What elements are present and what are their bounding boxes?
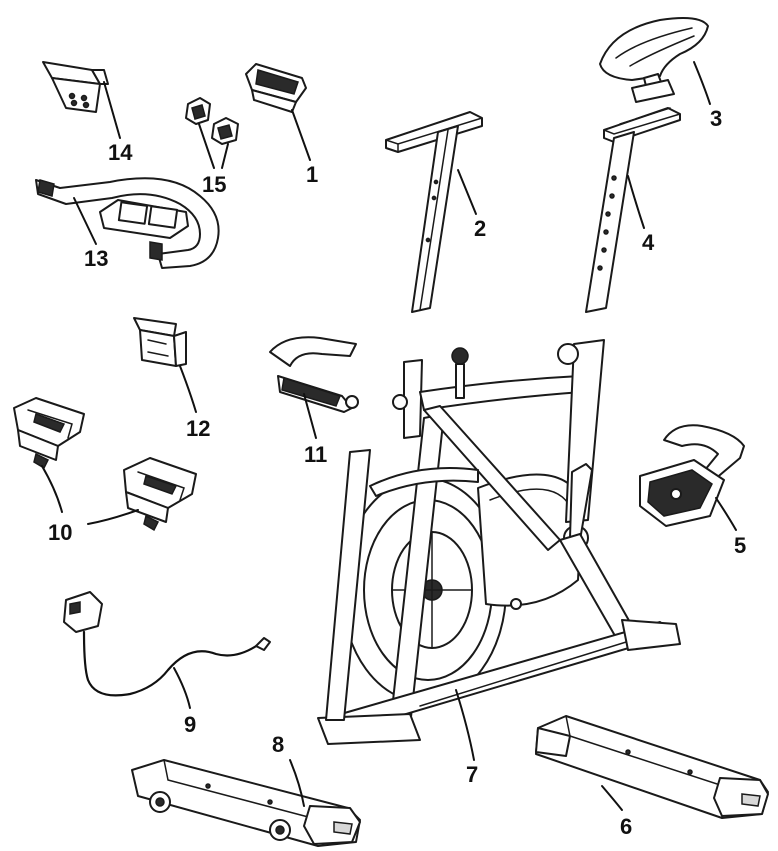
leader-9: [173, 667, 191, 709]
front-stabilizer-drawing: [131, 759, 361, 847]
callout-9: 9: [184, 712, 196, 737]
callout-4: 4: [642, 230, 655, 255]
leader-14: [103, 81, 121, 139]
callout-10: 10: [48, 520, 72, 545]
leader-11: [303, 393, 317, 439]
pedal-left-drawing: [269, 336, 359, 413]
leader-1: [291, 109, 311, 161]
rear-stabilizer-drawing: [535, 715, 769, 819]
main-frame-drawing: [317, 339, 681, 745]
saddle-drawing: [599, 17, 709, 103]
callout-6: 6: [620, 814, 632, 839]
leader-4: [627, 175, 645, 229]
callout-8: 8: [272, 732, 284, 757]
seat-post-drawing: [585, 107, 681, 313]
leader-13: [73, 197, 97, 245]
leader-12: [179, 365, 197, 413]
callout-2: 2: [474, 216, 486, 241]
leader-2: [457, 169, 477, 215]
leader-3: [693, 61, 711, 105]
callout-1: 1: [306, 162, 318, 187]
leader-10a: [41, 465, 63, 513]
handlebar-post-drawing: [385, 111, 483, 313]
callout-7: 7: [466, 762, 478, 787]
tablet-holder-drawing: [42, 61, 109, 113]
callout-5: 5: [734, 533, 746, 558]
clips-drawing: [185, 97, 239, 145]
callout-12: 12: [186, 416, 210, 441]
pedal-right-drawing: [639, 424, 745, 527]
foot-cups-drawing: [13, 397, 197, 532]
callout-14: 14: [108, 140, 133, 165]
console-drawing: [245, 63, 307, 113]
callout-15: 15: [202, 172, 226, 197]
leader-7: [455, 689, 475, 761]
callout-13: 13: [84, 246, 108, 271]
leader-15b: [221, 143, 229, 169]
handlebar-drawing: [35, 177, 220, 269]
leader-10b: [87, 509, 139, 525]
leader-5: [715, 497, 737, 531]
power-adapter-drawing: [63, 591, 271, 697]
leader-15a: [198, 123, 215, 169]
bracket-drawing: [133, 317, 187, 367]
leader-8: [289, 759, 305, 807]
callout-11: 11: [304, 442, 327, 467]
leader-6: [601, 785, 623, 811]
callout-3: 3: [710, 106, 722, 131]
